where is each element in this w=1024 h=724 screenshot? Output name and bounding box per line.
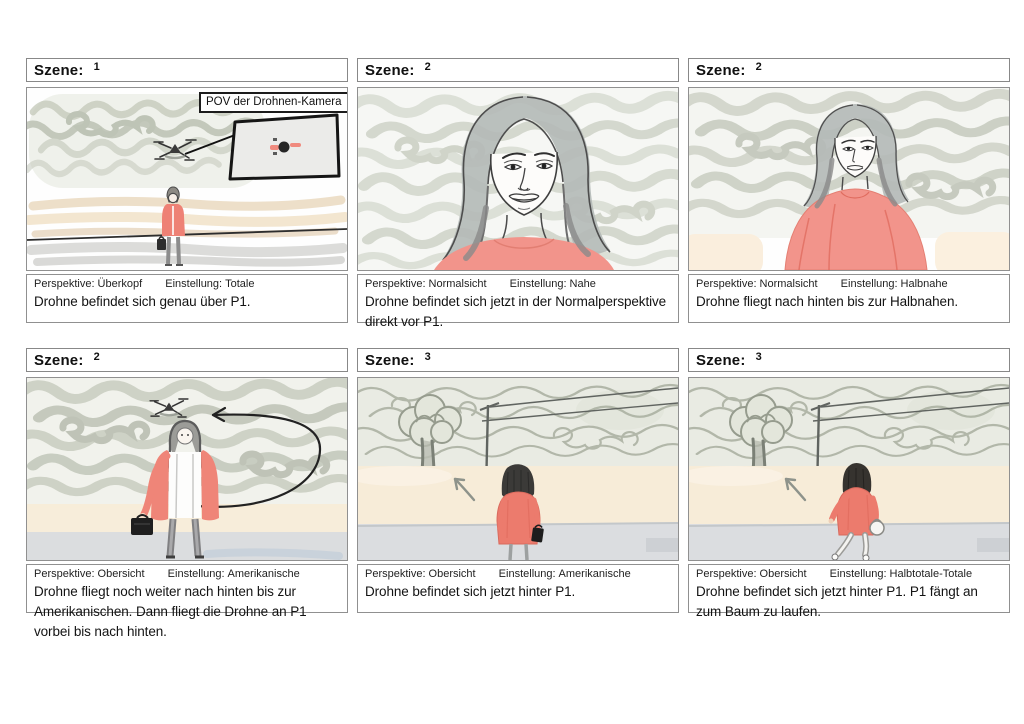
panel-notes: Perspektive:Obersicht Einstellung:Halbto… xyxy=(688,564,1010,619)
scene-header: Szene: 3 xyxy=(357,348,679,372)
perspective-label: Perspektive: xyxy=(34,568,95,580)
setting-value: Nahe xyxy=(569,278,596,290)
perspective-value: Normalsicht xyxy=(759,278,818,290)
scene-description: Drohne befindet sich jetzt hinter P1. P1… xyxy=(696,584,978,619)
scene-number: 3 xyxy=(755,351,762,363)
scene-label: Szene: xyxy=(34,61,84,79)
sketch-frame: POV der Drohnen-Kamera xyxy=(26,87,348,271)
scene-number: 2 xyxy=(755,61,762,73)
sketch-frame xyxy=(357,377,679,561)
setting-label: Einstellung: xyxy=(840,278,898,290)
perspective-label: Perspektive: xyxy=(34,278,95,290)
storyboard-panel-1: Szene: 1 POV der Drohnen-Kamera xyxy=(26,58,348,323)
setting-value: Amerikanische xyxy=(227,568,300,580)
person-behind-sketch xyxy=(358,378,678,560)
portrait-sketch xyxy=(434,96,614,270)
scene-number: 2 xyxy=(93,351,100,363)
storyboard-panel-3: Szene: 2 xyxy=(688,58,1010,323)
person-sketch xyxy=(157,186,185,266)
setting-label: Einstellung: xyxy=(509,278,567,290)
scene-description: Drohne befindet sich genau über P1. xyxy=(34,294,251,309)
panel-notes: Perspektive:Normalsicht Einstellung:Nahe… xyxy=(357,274,679,329)
setting-label: Einstellung: xyxy=(829,568,887,580)
portrait-sketch xyxy=(784,104,928,270)
scene-header: Szene: 2 xyxy=(357,58,679,82)
scene-label: Szene: xyxy=(34,351,84,369)
setting-label: Einstellung: xyxy=(167,568,225,580)
person-sketch xyxy=(131,419,219,559)
scene-number: 1 xyxy=(93,61,100,73)
person-sketch xyxy=(828,463,885,560)
setting-label: Einstellung: xyxy=(498,568,556,580)
perspective-label: Perspektive: xyxy=(365,278,426,290)
woman-medium-shot-sketch xyxy=(689,88,1009,270)
scene-label: Szene: xyxy=(365,351,415,369)
storyboard-grid: Szene: 1 POV der Drohnen-Kamera xyxy=(26,58,1010,639)
person-sketch xyxy=(496,464,544,560)
perspective-value: Überkopf xyxy=(97,278,143,290)
drone-overhead-sketch xyxy=(27,94,347,267)
perspective-value: Obersicht xyxy=(759,568,807,580)
setting-value: Halbtotale-Totale xyxy=(889,568,973,580)
panel-notes: Perspektive:Obersicht Einstellung:Amerik… xyxy=(26,564,348,639)
scene-description: Drohne fliegt nach hinten bis zur Halbna… xyxy=(696,294,959,309)
setting-value: Amerikanische xyxy=(558,568,631,580)
storyboard-panel-5: Szene: 3 xyxy=(357,348,679,613)
sketch-frame xyxy=(26,377,348,561)
horizon-line xyxy=(27,228,347,241)
sketch-frame xyxy=(357,87,679,271)
perspective-value: Normalsicht xyxy=(428,278,487,290)
perspective-label: Perspektive: xyxy=(696,568,757,580)
setting-value: Halbnahe xyxy=(900,278,948,290)
camera-path-arrow xyxy=(195,406,322,508)
scene-header: Szene: 2 xyxy=(26,348,348,372)
scene-number: 2 xyxy=(424,61,431,73)
storyboard-panel-2: Szene: 2 xyxy=(357,58,679,329)
sketch-frame xyxy=(688,87,1010,271)
scene-label: Szene: xyxy=(696,61,746,79)
perspective-label: Perspektive: xyxy=(365,568,426,580)
scene-description: Drohne fliegt noch weiter nach hinten bi… xyxy=(34,584,307,639)
perspective-label: Perspektive: xyxy=(696,278,757,290)
scene-description: Drohne befindet sich jetzt hinter P1. xyxy=(365,584,576,599)
pov-callout-label: POV der Drohnen-Kamera xyxy=(199,92,347,113)
ground-beige-strokes xyxy=(27,195,347,238)
panel-notes: Perspektive:Überkopf Einstellung:Totale … xyxy=(26,274,348,323)
panel-notes: Perspektive:Normalsicht Einstellung:Halb… xyxy=(688,274,1010,323)
scene-number: 3 xyxy=(424,351,431,363)
scene-label: Szene: xyxy=(696,351,746,369)
woman-close-up-sketch xyxy=(358,88,678,270)
scene-header: Szene: 3 xyxy=(688,348,1010,372)
perspective-value: Obersicht xyxy=(428,568,476,580)
sketch-frame xyxy=(688,377,1010,561)
scene-label: Szene: xyxy=(365,61,415,79)
storyboard-panel-6: Szene: 3 xyxy=(688,348,1010,619)
scene-header: Szene: 2 xyxy=(688,58,1010,82)
drone-path-sketch xyxy=(27,378,347,560)
panel-notes: Perspektive:Obersicht Einstellung:Amerik… xyxy=(357,564,679,613)
pov-inset xyxy=(228,113,341,181)
person-walking-sketch xyxy=(689,378,1009,560)
scene-description: Drohne befindet sich jetzt in der Normal… xyxy=(365,294,667,329)
setting-label: Einstellung: xyxy=(165,278,223,290)
scene-header: Szene: 1 xyxy=(26,58,348,82)
setting-value: Totale xyxy=(225,278,255,290)
perspective-value: Obersicht xyxy=(97,568,145,580)
storyboard-panel-4: Szene: 2 xyxy=(26,348,348,639)
